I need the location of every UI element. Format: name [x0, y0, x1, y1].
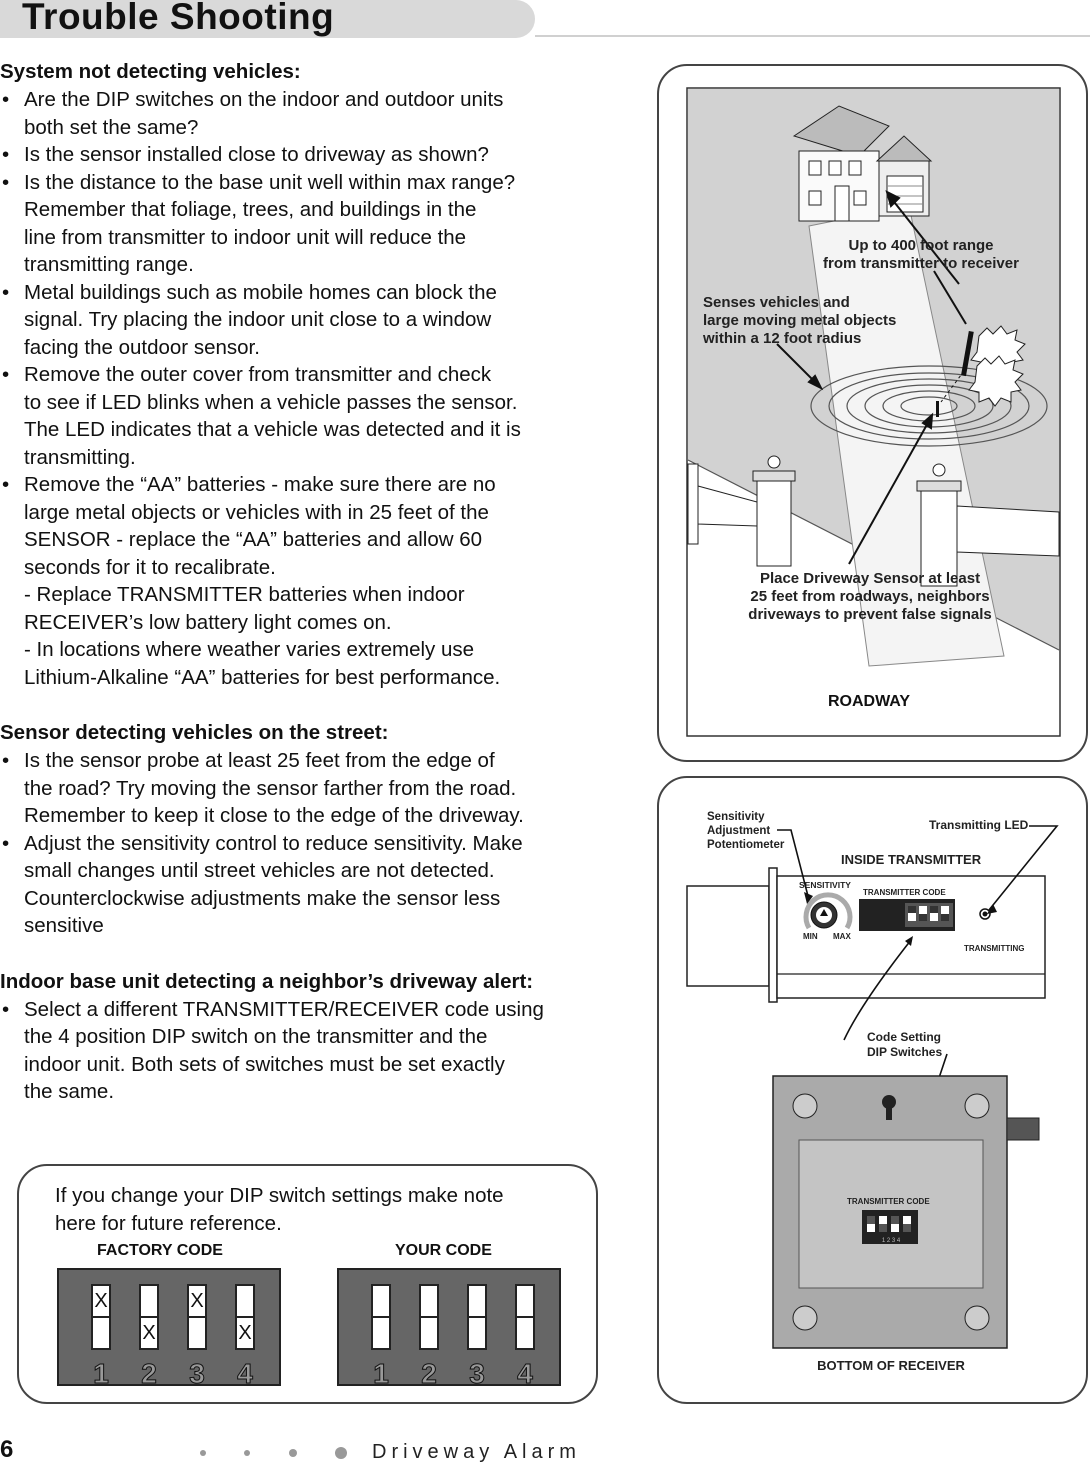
- dip-callout: Code Setting: [867, 1030, 941, 1044]
- section-street: Sensor detecting vehicles on the street:…: [0, 719, 610, 940]
- fence-left: [687, 455, 796, 567]
- footer-dot: [200, 1450, 206, 1456]
- troubleshooting-content: System not detecting vehicles: Are the D…: [0, 58, 610, 1106]
- footer-dot: [289, 1449, 297, 1457]
- house-illustration: [792, 105, 933, 222]
- bush-icon: [968, 355, 1024, 407]
- list-item: Select a different TRANSMITTER/RECEIVER …: [0, 996, 610, 1106]
- max-label: MAX: [833, 932, 851, 941]
- section-neighbor: Indoor base unit detecting a neighbor’s …: [0, 968, 610, 1106]
- page-number: 6: [0, 1436, 14, 1463]
- your-code-label: YOUR CODE: [395, 1242, 492, 1259]
- min-label: MIN: [803, 932, 818, 941]
- bullet-list: Select a different TRANSMITTER/RECEIVER …: [0, 996, 610, 1106]
- transmitter-body-left: [686, 885, 770, 987]
- placement-label: driveways to prevent false signals: [748, 606, 991, 623]
- factory-code-label: FACTORY CODE: [97, 1242, 223, 1259]
- list-item: Is the sensor probe at least 25 feet fro…: [0, 747, 610, 830]
- sensitivity-callout: Adjustment: [707, 825, 770, 837]
- footer-title: Driveway Alarm: [372, 1441, 581, 1463]
- title-bar: Trouble Shooting: [0, 0, 535, 38]
- sensitivity-scale: [803, 892, 853, 930]
- range-label: Up to 400 foot range: [848, 237, 993, 254]
- dip-number: 4: [517, 1358, 534, 1390]
- footer-dot: [244, 1450, 250, 1456]
- list-item: Metal buildings such as mobile homes can…: [0, 279, 610, 362]
- screw-icon: [792, 1305, 818, 1331]
- dip-switch-1: X: [91, 1284, 111, 1350]
- sensitivity-text: SENSITIVITY: [799, 880, 851, 890]
- placement-label: 25 feet from roadways, neighbors: [750, 588, 989, 605]
- dip-note-box: If you change your DIP switch settings m…: [17, 1164, 598, 1404]
- transmitting-label: TRANSMITTING: [964, 944, 1024, 953]
- installation-illustration: Up to 400 foot range from transmitter to…: [686, 87, 1061, 737]
- factory-dip-switch: X X X X 1 2 3 4: [57, 1268, 281, 1390]
- dip-number: 2: [141, 1358, 158, 1390]
- page-title: Trouble Shooting: [22, 0, 335, 37]
- sensitivity-callout: Sensitivity: [707, 811, 765, 823]
- note-text: If you change your DIP switch settings m…: [55, 1182, 504, 1237]
- senses-label: within a 12 foot radius: [702, 330, 861, 347]
- led-callout: Transmitting LED: [929, 818, 1029, 832]
- dip-number: 3: [189, 1358, 206, 1390]
- roadway-label: ROADWAY: [828, 693, 910, 710]
- dip-switch-2: [419, 1284, 439, 1350]
- section-heading: Indoor base unit detecting a neighbor’s …: [0, 969, 534, 993]
- fence-right: [916, 463, 1060, 587]
- dip-switch-4: [515, 1284, 535, 1350]
- bottom-receiver-title: BOTTOM OF RECEIVER: [817, 1358, 965, 1373]
- footer-dot: [335, 1447, 347, 1459]
- screw-icon: [964, 1305, 990, 1331]
- title-rule: [535, 35, 1090, 37]
- dip-switch-3: [467, 1284, 487, 1350]
- transmitter-receiver-diagram: Sensitivity Adjustment Potentiometer Tra…: [686, 811, 1059, 1373]
- dip-number: 3: [469, 1358, 486, 1390]
- dip-callout: DIP Switches: [867, 1045, 942, 1059]
- section-heading: Sensor detecting vehicles on the street:: [0, 721, 389, 744]
- receiver-connector: [1006, 1117, 1040, 1141]
- transmitter-code-label: TRANSMITTER CODE: [863, 888, 946, 897]
- list-item: Is the sensor installed close to drivewa…: [0, 141, 610, 169]
- placement-label: Place Driveway Sensor at least: [760, 570, 980, 587]
- transmitter-post: [961, 330, 974, 377]
- dip-number: 1: [93, 1358, 110, 1390]
- dip-switch-1: [371, 1284, 391, 1350]
- note-line: If you change your DIP switch settings m…: [55, 1184, 504, 1207]
- receiver-dip-numbers: 1 2 3 4: [882, 1238, 901, 1244]
- list-item: Remove the outer cover from transmitter …: [0, 361, 610, 471]
- list-item: Remove the “AA” batteries - make sure th…: [0, 471, 610, 691]
- senses-label: large moving metal objects: [703, 312, 896, 329]
- dip-switch-4: X: [235, 1284, 255, 1350]
- range-label: from transmitter to receiver: [823, 255, 1019, 272]
- receiver-code-label: TRANSMITTER CODE: [847, 1197, 930, 1206]
- dip-number: 4: [237, 1358, 254, 1390]
- list-item: Is the distance to the base unit well wi…: [0, 169, 610, 279]
- callout-arrows: [776, 190, 967, 565]
- bullet-list: Is the sensor probe at least 25 feet fro…: [0, 747, 610, 940]
- inside-transmitter-title: INSIDE TRANSMITTER: [841, 852, 982, 867]
- dip-switch-2: X: [139, 1284, 159, 1350]
- senses-label: Senses vehicles and: [703, 294, 850, 311]
- list-item: Adjust the sensitivity control to reduce…: [0, 830, 610, 940]
- bullet-list: Are the DIP switches on the indoor and o…: [0, 86, 610, 691]
- screw-icon: [964, 1093, 990, 1119]
- sensor-probe: [936, 401, 939, 417]
- installation-diagram-panel: Up to 400 foot range from transmitter to…: [657, 64, 1088, 762]
- list-item: Are the DIP switches on the indoor and o…: [0, 86, 610, 141]
- note-line: here for future reference.: [55, 1211, 282, 1235]
- screw-icon: [792, 1093, 818, 1119]
- your-dip-switch: 1 2 3 4: [337, 1268, 561, 1390]
- sensitivity-callout: Potentiometer: [707, 839, 785, 851]
- section-heading: System not detecting vehicles:: [0, 60, 301, 83]
- section-not-detecting: System not detecting vehicles: Are the D…: [0, 58, 610, 691]
- dip-number: 1: [373, 1358, 390, 1390]
- dip-switch-3: X: [187, 1284, 207, 1350]
- dip-number: 2: [421, 1358, 438, 1390]
- transmitter-receiver-panel: Sensitivity Adjustment Potentiometer Tra…: [657, 776, 1088, 1404]
